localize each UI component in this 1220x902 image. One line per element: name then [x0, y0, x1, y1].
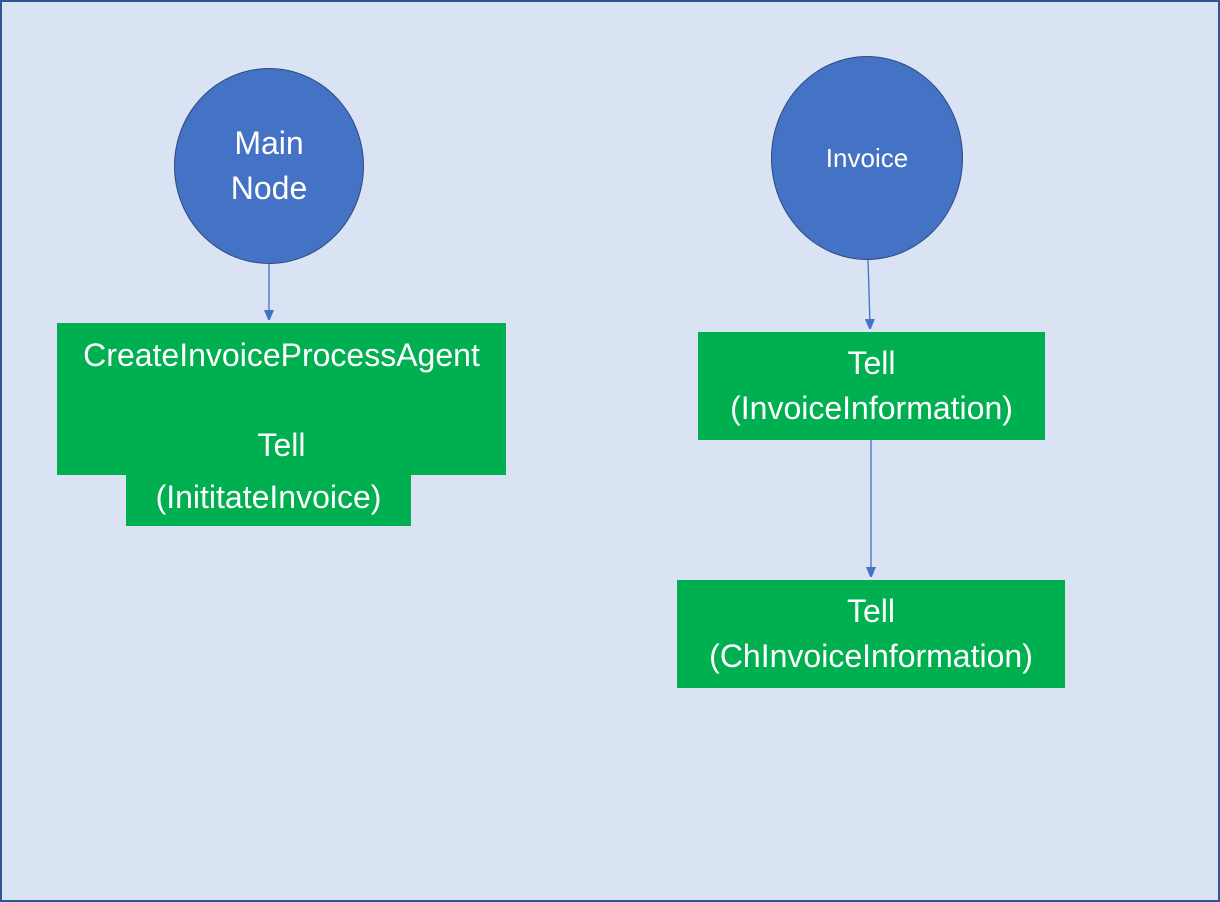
invoice-information-tell: Tell [847, 345, 896, 381]
initiate-invoice-box[interactable]: (InititateInvoice) [126, 475, 411, 526]
ch-invoice-information-box[interactable]: Tell (ChInvoiceInformation) [677, 580, 1065, 688]
create-agent-box[interactable]: CreateInvoiceProcessAgent Tell [57, 323, 506, 475]
create-agent-tell: Tell [257, 427, 306, 463]
invoice-node-label: Invoice [825, 142, 909, 173]
invoice-information-box[interactable]: Tell (InvoiceInformation) [698, 332, 1045, 440]
create-agent-title: CreateInvoiceProcessAgent [83, 337, 480, 373]
ch-invoice-information-message: (ChInvoiceInformation) [709, 638, 1033, 674]
invoice-information-message: (InvoiceInformation) [730, 390, 1013, 426]
initiate-invoice-message: (InititateInvoice) [155, 479, 382, 515]
ch-invoice-information-tell: Tell [846, 593, 895, 629]
invoice-node[interactable]: Invoice [771, 56, 963, 260]
main-node[interactable]: Main Node [174, 68, 364, 264]
main-node-label: Main Node [230, 125, 308, 206]
create-agent-spacer [57, 378, 506, 423]
